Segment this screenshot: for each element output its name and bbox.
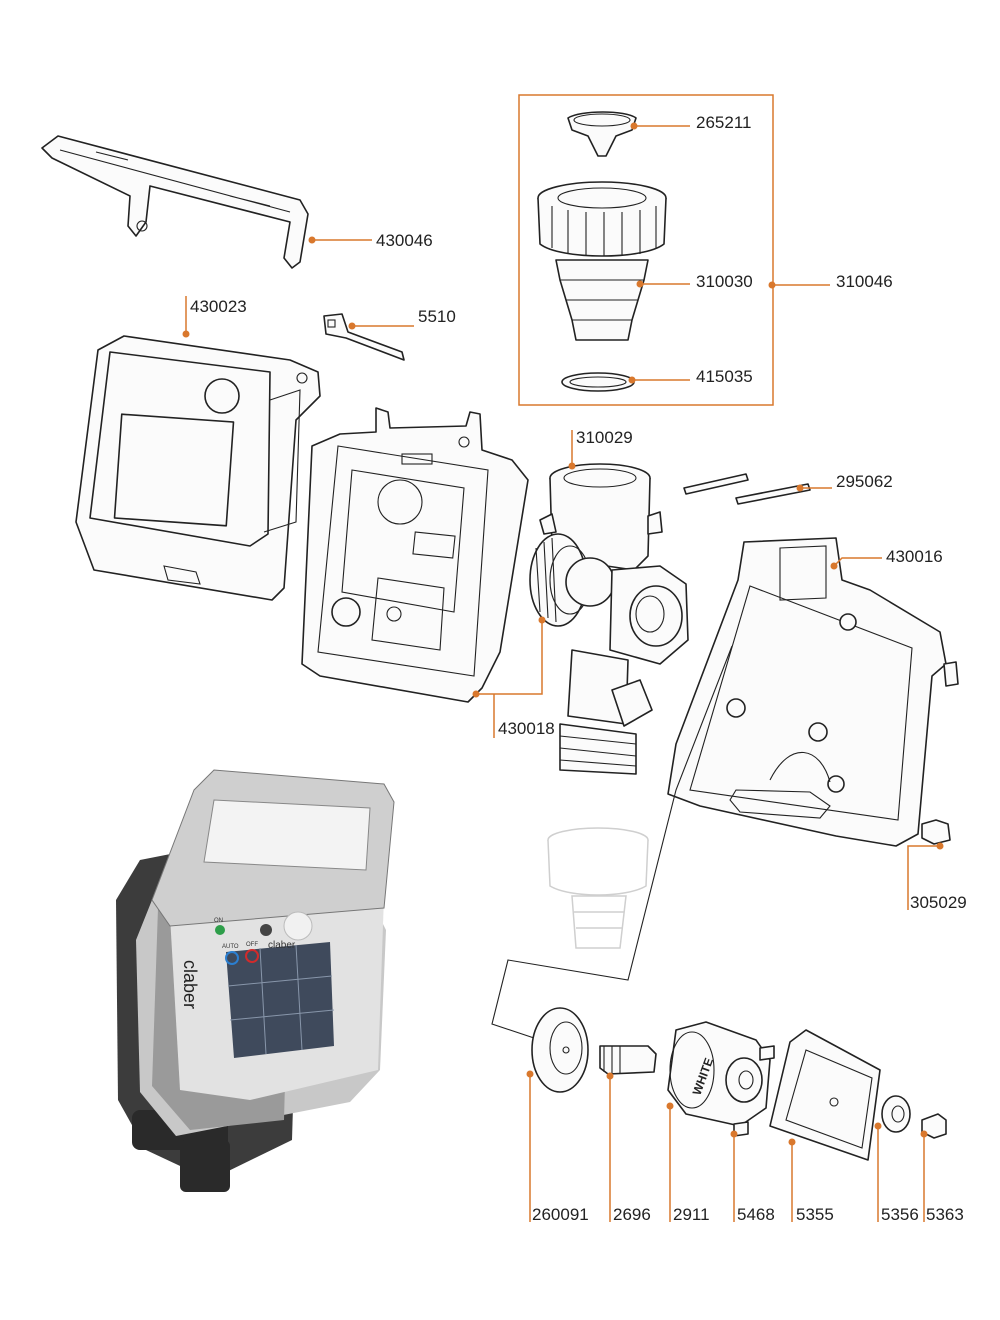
label-295062: 295062 [836, 472, 893, 491]
panel-off-text: OFF [246, 942, 258, 948]
callouts: 430046 430023 5510 265211 310030 310046 … [182, 113, 967, 1224]
label-260091: 260091 [532, 1205, 589, 1224]
label-310046: 310046 [836, 272, 893, 291]
label-5363: 5363 [926, 1205, 964, 1224]
pins-part-drawing [683, 473, 811, 505]
connector-line [491, 645, 733, 1041]
label-5468: 5468 [737, 1205, 775, 1224]
screw-305029-part-drawing [921, 819, 951, 845]
label-430018: 430018 [498, 719, 555, 738]
clip-part-drawing [323, 313, 405, 361]
kit-parts-drawing [537, 111, 667, 392]
rear-housing-part-drawing [667, 537, 959, 847]
label-5355: 5355 [796, 1205, 834, 1224]
label-305029: 305029 [910, 893, 967, 912]
panel-brand-text: claber [268, 940, 296, 951]
label-2696: 2696 [613, 1205, 651, 1224]
panel-on-text: ON [214, 918, 223, 924]
kit-310046-frame [518, 94, 774, 406]
label-2911: 2911 [673, 1205, 710, 1224]
label-430046: 430046 [376, 231, 433, 250]
label-415035: 415035 [696, 367, 753, 386]
lid-part-drawing [41, 135, 309, 269]
label-310029: 310029 [576, 428, 633, 447]
inner-housing-part-drawing [301, 407, 529, 703]
side-brand-text: claber [180, 960, 200, 1009]
ghost-adapter-drawing [547, 827, 649, 949]
label-310030: 310030 [696, 272, 753, 291]
front-cover-part-drawing [75, 335, 321, 601]
label-265211: 265211 [696, 113, 751, 132]
panel-auto-text: AUTO [222, 944, 239, 950]
product-photo: ON AUTO OFF claber claber [116, 769, 395, 1192]
label-5510: 5510 [418, 307, 456, 326]
label-430016: 430016 [886, 547, 943, 566]
valve-body-part-drawing [529, 463, 689, 775]
label-430023: 430023 [190, 297, 247, 316]
valve-subparts-drawing: WHITE [531, 1007, 947, 1161]
label-5356: 5356 [881, 1205, 919, 1224]
